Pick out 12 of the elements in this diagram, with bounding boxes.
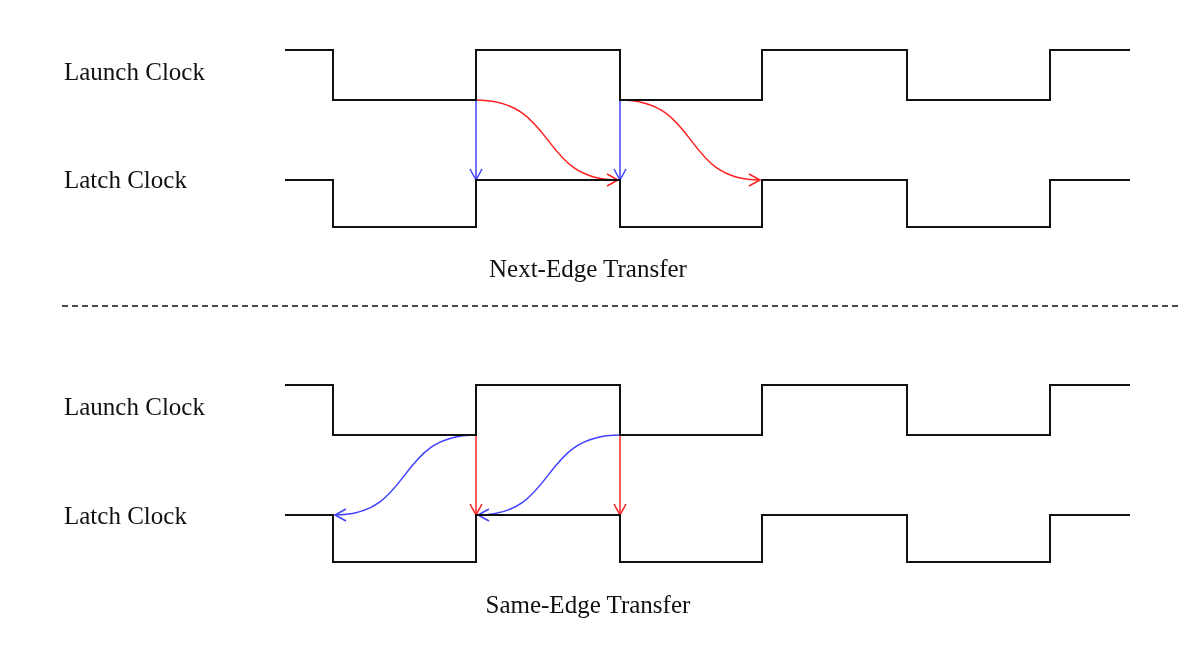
signal-name: Latch Clock (64, 502, 187, 530)
diagram-caption: Next-Edge Transfer (489, 255, 687, 283)
arrow (469, 99, 483, 181)
arrow (613, 434, 627, 516)
arrow (475, 99, 619, 186)
arrow (477, 434, 621, 521)
signal-name: Launch Clock (64, 393, 205, 421)
signal-name: Latch Clock (64, 166, 187, 194)
diagram-caption: Same-Edge Transfer (485, 591, 691, 619)
arrow (469, 434, 483, 516)
arrow (613, 99, 627, 181)
signal-name: Launch Clock (64, 58, 205, 86)
